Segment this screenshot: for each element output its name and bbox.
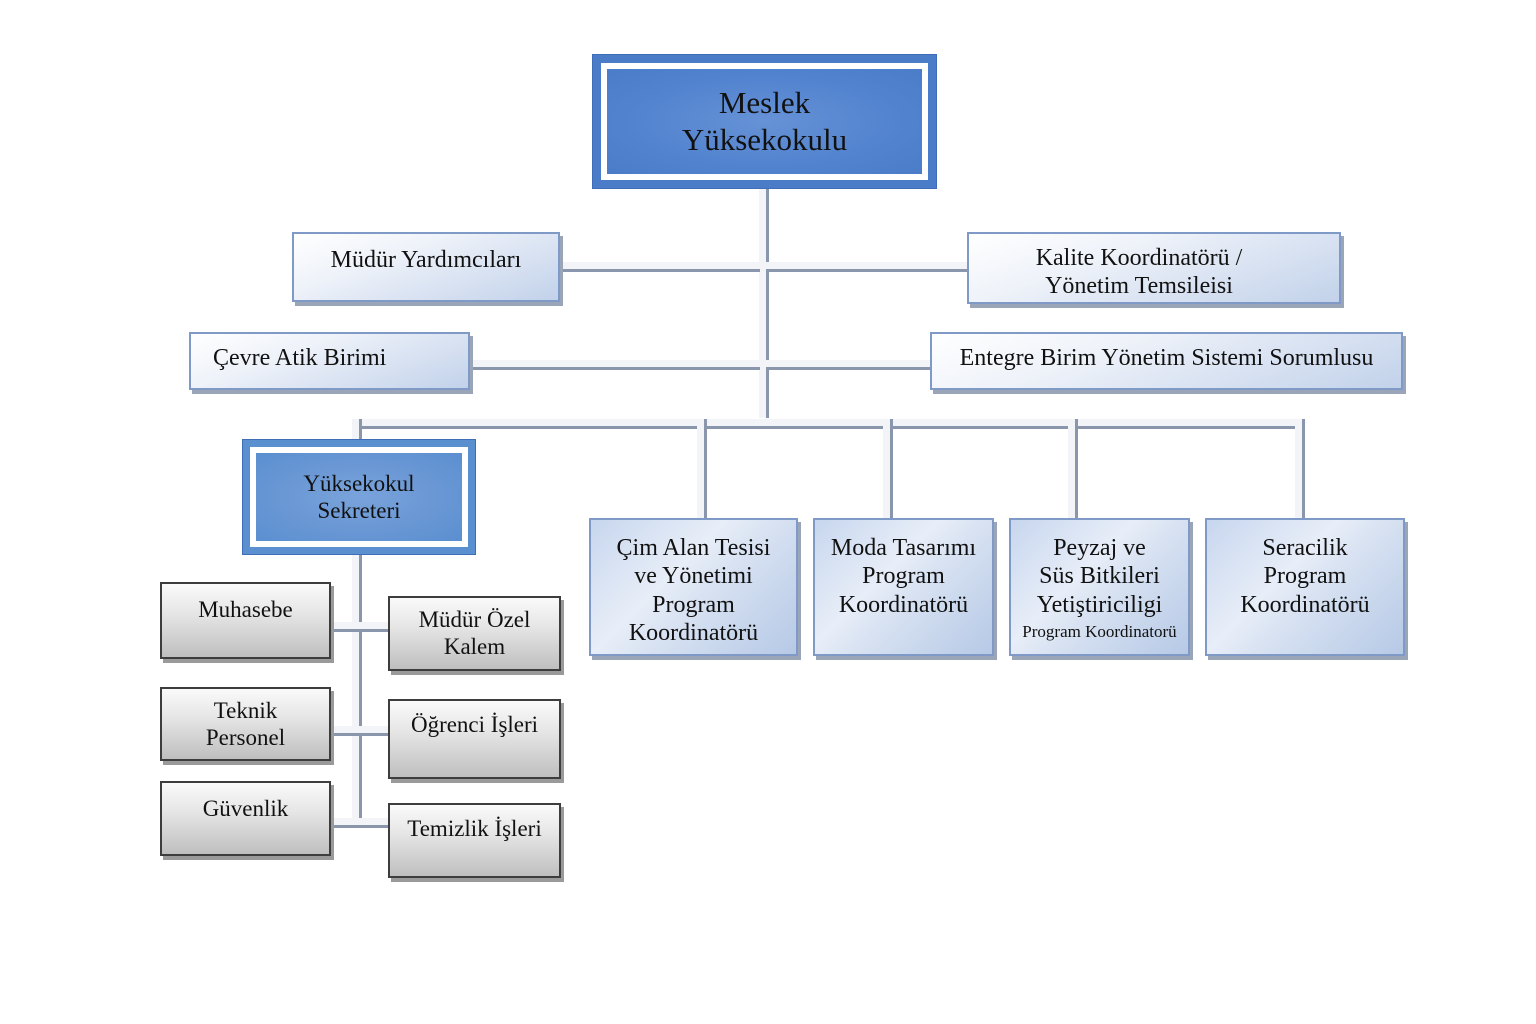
program-4-line-2: Program [1263, 563, 1347, 590]
node-yuksekokul-sekreteri: Yüksekokul Sekreteri [243, 440, 475, 554]
connector-secretary-row-3 [331, 818, 389, 825]
program-2-line-3: Koordinatörü [838, 591, 969, 618]
node-ozel-kalem-line-2: Kalem [443, 634, 506, 660]
program-2-line-2: Program [862, 563, 945, 590]
node-guvenlik-label: Güvenlik [202, 796, 289, 821]
connector-entegre [766, 360, 931, 367]
node-teknik-line-1: Teknik [213, 698, 278, 723]
node-cevre-atik-birimi: Çevre Atik Birimi [189, 332, 470, 390]
node-muhasebe: Muhasebe [160, 582, 331, 659]
program-1-line-1: Çim Alan Tesisi [616, 535, 771, 561]
node-ozel-kalem-line-1: Müdür Özel [418, 607, 531, 632]
program-3-line-1: Peyzaj ve [1053, 535, 1146, 561]
root-node-line-2: Yüksekokulu [681, 121, 848, 157]
connector-drop-program-1 [697, 419, 704, 519]
connector-kalite [766, 262, 968, 269]
node-sekreter-line-2: Sekreteri [317, 498, 401, 523]
program-3-line-2: Süs Bitkileri [1039, 563, 1160, 590]
connector-cevre-atik [470, 360, 760, 367]
node-teknik-personel: Teknik Personel [160, 687, 331, 761]
program-3-subline: Program Koordinatorü [1022, 621, 1177, 641]
connector-root-trunk [759, 182, 766, 418]
node-guvenlik: Güvenlik [160, 781, 331, 856]
program-1-line-2: ve Yönetimi [634, 563, 753, 590]
node-mudur-yardimcilari-label: Müdür Yardımcıları [330, 247, 522, 273]
node-mudur-yardimcilari: Müdür Yardımcıları [292, 232, 560, 302]
node-mudur-ozel-kalem: Müdür Özel Kalem [388, 596, 561, 671]
program-3-line-3: Yetiştiriciligi [1036, 591, 1163, 618]
node-program-seracilik: Seracilik Program Koordinatörü [1205, 518, 1405, 656]
program-2-line-1: Moda Tasarımı [830, 535, 977, 561]
node-teknik-line-2: Personel [205, 725, 286, 751]
connector-secretary-row-1 [331, 622, 389, 629]
node-temizlik-isleri: Temizlik İşleri [388, 803, 561, 878]
connector-secretary-trunk [352, 555, 359, 823]
node-ogrenci-isleri-label: Öğrenci İşleri [410, 712, 539, 737]
program-4-line-3: Koordinatörü [1240, 591, 1370, 618]
connector-bus [352, 419, 1302, 426]
connector-drop-secretary [352, 419, 359, 441]
node-kalite-koordinatoru: Kalite Koordinatörü / Yönetim Temsileisi [967, 232, 1341, 304]
program-1-line-4: Koordinatörü [628, 619, 759, 646]
node-kalite-line-2: Yönetim Temsileisi [1045, 273, 1233, 300]
node-kalite-line-1: Kalite Koordinatörü / [1035, 245, 1243, 271]
node-program-peyzaj: Peyzaj ve Süs Bitkileri Yetiştiriciligi … [1009, 518, 1190, 656]
node-ogrenci-isleri: Öğrenci İşleri [388, 699, 561, 779]
connector-mudur-yardimcilari [560, 262, 760, 269]
node-sekreter-line-1: Yüksekokul [303, 470, 415, 496]
node-program-cim-alan: Çim Alan Tesisi ve Yönetimi Program Koor… [589, 518, 798, 656]
connector-drop-program-3 [1068, 419, 1075, 519]
connector-drop-program-4 [1295, 419, 1302, 519]
connector-secretary-row-2 [331, 726, 389, 733]
node-entegre-birim: Entegre Birim Yönetim Sistemi Sorumlusu [930, 332, 1403, 390]
program-4-line-1: Seracilik [1262, 535, 1348, 561]
node-entegre-label: Entegre Birim Yönetim Sistemi Sorumlusu [959, 345, 1374, 371]
program-1-line-3: Program [652, 591, 735, 618]
node-muhasebe-label: Muhasebe [198, 597, 293, 622]
node-cevre-atik-label: Çevre Atik Birimi [213, 345, 387, 371]
node-program-moda-tasarimi: Moda Tasarımı Program Koordinatörü [813, 518, 994, 656]
root-node-line-1: Meslek [718, 84, 811, 120]
root-node-meslek-yuksekokulu: Meslek Yüksekokulu [593, 55, 936, 188]
node-temizlik-isleri-label: Temizlik İşleri [407, 816, 542, 841]
connector-drop-program-2 [883, 419, 890, 519]
